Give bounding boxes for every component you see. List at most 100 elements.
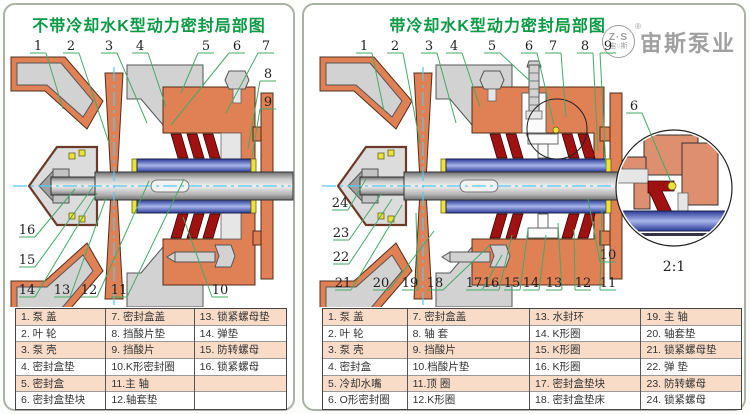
leader-line [587,198,601,263]
leader-line [481,254,503,291]
legend-item: 21. 锁紧螺母垫 [641,342,741,360]
legend-item: 8. 挡酸片垫 [106,326,194,343]
callout-number: 15 [19,253,36,268]
leader-line [573,228,576,291]
registered-mark: ® [635,22,641,31]
callout-number: 9 [604,39,612,54]
legend-item: 7. 密封盒盖 [106,309,194,326]
k-seal-rings [489,133,596,239]
leader-line [34,192,98,298]
callout-number: 5 [488,39,496,54]
callout-number: 13 [54,283,71,298]
legend-item: 5. 冷却水嘴 [323,375,407,393]
callout-number: 12 [575,276,592,291]
cooling-water-nozzle [525,60,543,120]
legend-item: 9. 挡酸片 [407,342,530,360]
callout-number: 20 [373,276,390,291]
callout-number: 24 [332,196,349,211]
legend-item: 17. 密封盒垫块 [530,375,641,393]
callout-number: 3 [105,39,113,54]
legend-item: 12.K形圈 [412,394,456,407]
legend-item: 14. 弹垫 [194,326,286,343]
callout-number: 19 [402,276,419,291]
callout-number: 16 [19,223,36,238]
emblem-characters: 宙○斯 [609,42,628,50]
legend-item: 12.轴套垫 [111,394,158,407]
legend-item: 5. 密封盒 [16,375,106,393]
callout-number: 6 [630,99,638,114]
diagram-title-right: 带冷却水K型动力密封局部图 [389,18,606,35]
callout-number: 21 [335,276,352,291]
leader-line [348,198,393,265]
callout-number: 18 [427,276,444,291]
leader-line [371,52,385,112]
callout-number: 14 [523,276,540,291]
legend-item: 4. 密封盒 [323,359,407,376]
leader-line [126,178,185,298]
seal-box [162,86,256,286]
callout-number: 6 [233,39,241,54]
leader-line [560,52,567,118]
leader-line [350,204,403,291]
diagram-title-left: 不带冷却水K型动力密封局部图 [32,18,266,35]
callout-number: 13 [546,276,563,291]
leader-line [348,192,383,241]
brand-name: 宙斯泵业 [639,30,736,56]
leader-line [147,52,167,108]
leader-line [69,197,107,298]
leader-line [251,108,261,158]
callout-number: 5 [202,39,210,54]
callout-number: 4 [450,39,458,54]
leader-line [45,52,64,110]
legend-item: 16. K形圈 [530,359,641,376]
leader-line [519,228,529,291]
callout-number: 14 [19,283,36,298]
legend-item: 19. 主 轴 [641,309,741,326]
leader-line [536,52,555,126]
pump-cover [319,56,413,307]
legend-item: 10.K形密封圈 [106,359,194,376]
callout-number: 1 [360,39,368,54]
leader-line [461,52,481,108]
main-shaft [50,171,294,201]
leader-line [388,230,435,291]
legend-item: 2. 叶 轮 [323,326,407,343]
leader-line [182,216,213,298]
sectional-drawing-with-cooling: 2:1 123456789242322212019181716151413121… [319,39,733,307]
leader-line [96,180,150,298]
leader-line [180,52,199,94]
legend-item: 8. 轴 套 [407,326,530,343]
detail-marker-circle [526,98,588,160]
leader-line [225,52,259,114]
brand-emblem: Z·S 宙○斯 ® [601,22,641,58]
legend-item: 24. 锁紧螺母 [646,394,706,407]
callout-number: 7 [262,39,270,54]
callout-number: 8 [581,39,589,54]
leader-line [599,52,607,170]
leader-line [442,244,491,291]
legend-item: 7. 密封盒盖 [407,309,530,326]
legend-item: 11.顶 圈 [407,375,530,393]
legend-item: 2. 叶 轮 [16,326,106,343]
leader-line [347,178,367,211]
leader-line [116,52,148,124]
legend-item: 1. 泵 盖 [323,309,407,326]
detail-view: 2:1 [615,129,733,275]
callout-number: 11 [111,283,128,298]
callout-number: 2 [67,39,75,54]
callout-number: 11 [600,276,617,291]
callout-number: 16 [483,276,500,291]
callout-number: 3 [425,39,433,54]
callout-number: 8 [264,67,272,82]
leader-line [247,80,261,150]
callout-number: 10 [600,248,617,263]
leader-line [170,52,230,126]
panel-no-cooling: 不带冷却水K型动力密封局部图 [3,3,295,411]
